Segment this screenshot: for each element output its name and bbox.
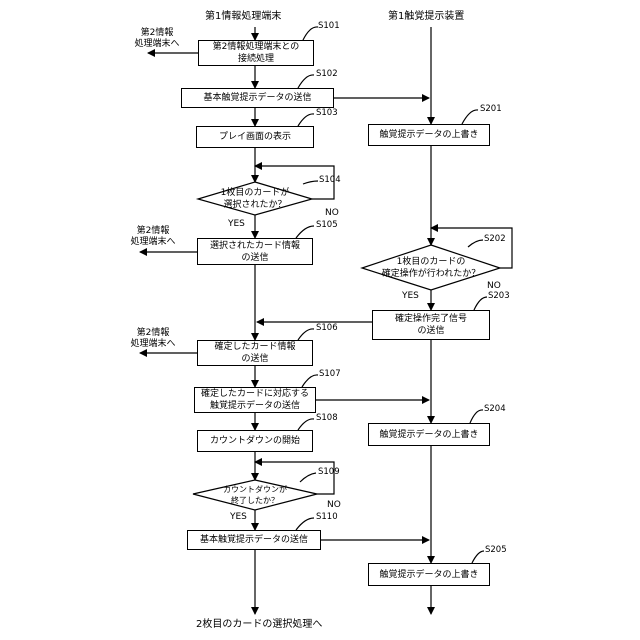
step-s102-box: 基本触覚提示データの送信 (181, 88, 334, 108)
step-s203-box: 確定操作完了信号 の送信 (372, 310, 490, 340)
step-id-s202: S202 (484, 234, 506, 245)
step-s101-box: 第2情報処理端末との 接続処理 (198, 40, 314, 66)
step-id-s102: S102 (316, 69, 338, 80)
step-s204-box: 触覚提示データの上書き (368, 423, 490, 446)
step-s201-box: 触覚提示データの上書き (368, 124, 490, 146)
right-column-header: 第1触覚提示装置 (388, 11, 464, 22)
step-id-s109: S109 (318, 467, 340, 478)
step-id-s201: S201 (480, 104, 502, 115)
step-s107-box: 確定したカードに対応する 触覚提示データの送信 (194, 387, 316, 413)
step-id-s205: S205 (485, 545, 507, 556)
step-id-s106: S106 (316, 323, 338, 334)
s202-yes-label: YES (402, 291, 419, 302)
s104-yes-label: YES (228, 219, 245, 230)
step-s103-box: プレイ画面の表示 (196, 126, 314, 148)
step-s109-text: カウントダウンが 終了したか？ (210, 482, 300, 508)
step-s106-box: 確定したカード情報 の送信 (197, 340, 313, 366)
step-s105-box: 選択されたカード情報 の送信 (197, 238, 313, 265)
step-id-s108: S108 (316, 413, 338, 424)
step-s108-box: カウントダウンの開始 (197, 430, 313, 452)
step-id-s104: S104 (319, 175, 341, 186)
to-second-terminal-label-3: 第2情報 処理端末へ (122, 328, 184, 350)
to-second-terminal-label-1: 第2情報 処理端末へ (126, 28, 188, 50)
s202-no-label: NO (487, 281, 501, 292)
step-id-s110: S110 (316, 512, 338, 523)
step-s202-text: 1枚目のカードの 確定操作が行われたか？ (370, 255, 492, 281)
s109-yes-label: YES (230, 512, 247, 523)
step-id-s203: S203 (488, 291, 510, 302)
step-s110-box: 基本触覚提示データの送信 (187, 530, 321, 550)
s109-no-label: NO (327, 500, 341, 511)
s104-no-label: NO (325, 208, 339, 219)
left-column-header: 第1情報処理端末 (205, 11, 281, 22)
to-second-terminal-label-2: 第2情報 処理端末へ (122, 226, 184, 248)
next-process-label: 2枚目のカードの選択処理へ (196, 619, 322, 630)
step-id-s101: S101 (318, 21, 340, 32)
step-s205-box: 触覚提示データの上書き (368, 563, 490, 586)
step-id-s105: S105 (316, 220, 338, 231)
step-id-s103: S103 (316, 108, 338, 119)
step-id-s204: S204 (484, 404, 506, 415)
step-s104-text: 1枚目のカードが 選択されたか？ (205, 186, 305, 212)
step-id-s107: S107 (319, 369, 341, 380)
